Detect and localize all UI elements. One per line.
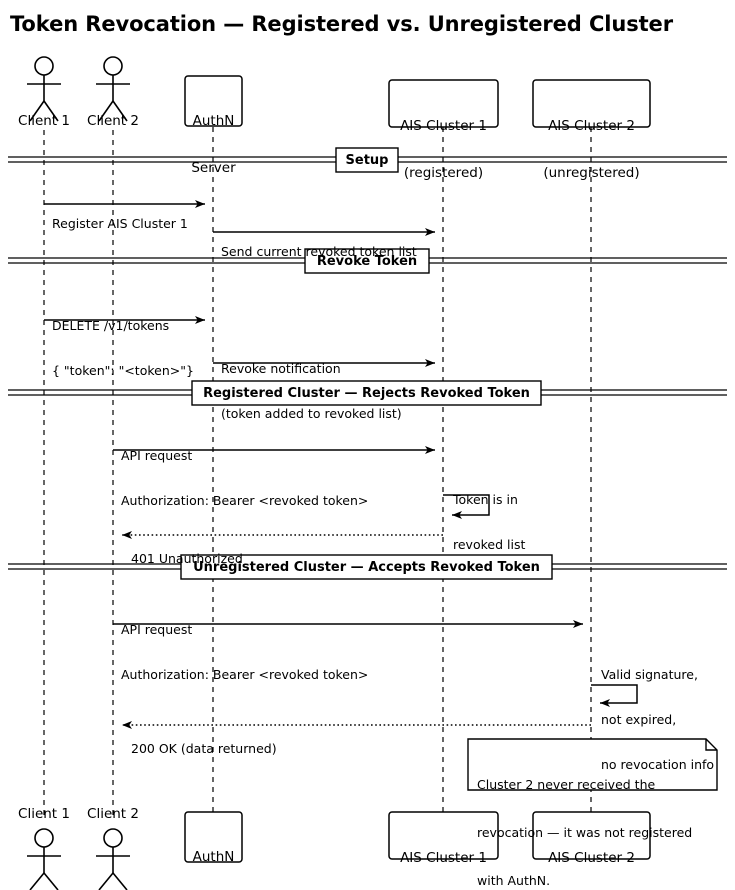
message-label-send-current-revoked-token-list: Send current revoked token list	[221, 214, 417, 289]
self-message-label-token-is-in-revoked-list: Token is in revoked list	[453, 462, 525, 582]
participant-boxes-bottom	[184, 811, 651, 863]
message-label-delete-v1-tokens: DELETE /v1/tokens { "token": "<token>"}	[52, 288, 194, 408]
note-line: Cluster 2 never received the	[477, 777, 656, 792]
message-label-register-ais-cluster-1: Register AIS Cluster 1	[52, 186, 188, 261]
participant-box-authn-bottom	[184, 811, 243, 863]
divider-label-setup: Setup	[345, 153, 389, 168]
participant-label-line1: AuthN	[192, 849, 235, 865]
participant-label-line2: (registered)	[403, 164, 484, 181]
divider-label-registered-cluster: Registered Cluster — Rejects Revoked Tok…	[203, 386, 530, 401]
page-title: Token Revocation — Registered vs. Unregi…	[10, 12, 673, 36]
actor-label-client2-top: Client 2	[87, 113, 139, 129]
message-line: Valid signature,	[601, 667, 698, 682]
message-line: 401 Unauthorized	[131, 551, 243, 566]
message-label-api-request-unregistered: API request Authorization: Bearer <revok…	[121, 592, 368, 712]
message-line: Register AIS Cluster 1	[52, 216, 188, 231]
actor-figure-client1-bottom	[27, 828, 61, 890]
participant-label-ais1-bottom: AIS Cluster 1 (registered)	[389, 820, 498, 890]
participant-box-authn-top	[184, 75, 243, 127]
participant-box-ais1-top	[388, 79, 499, 128]
participant-box-ais1-bottom	[388, 811, 499, 860]
message-line: Token is in	[453, 492, 518, 507]
participant-label-line1: AIS Cluster 2	[548, 850, 635, 866]
participant-label-line1: AuthN	[192, 113, 235, 129]
note-cluster-2-never-received: Cluster 2 never received the revocation …	[477, 745, 712, 890]
message-line: Revoke notification	[221, 361, 341, 376]
note-line: revocation — it was not registered	[477, 825, 693, 840]
message-line: Authorization: Bearer <revoked token>	[121, 493, 369, 508]
participant-label-line1: AIS Cluster 1	[400, 118, 487, 134]
divider-box-unregistered-cluster	[180, 554, 553, 580]
message-line: 200 OK (data returned)	[131, 741, 277, 756]
actor-figure-client1-top	[27, 56, 61, 122]
actor-figure-client2-bottom	[96, 828, 130, 890]
divider-boxes	[180, 147, 553, 580]
message-line: not expired,	[601, 712, 677, 727]
actor-figure-client2-top	[96, 56, 130, 122]
return-arrows	[122, 531, 591, 729]
participant-label-line1: AIS Cluster 2	[548, 118, 635, 134]
message-line: { "token": "<token>"}	[52, 363, 194, 378]
participant-box-ais2-top	[532, 79, 651, 128]
participant-label-ais1-top: AIS Cluster 1 (registered)	[389, 88, 498, 212]
divider-label-unregistered-cluster: Unregistered Cluster — Accepts Revoked T…	[193, 560, 540, 575]
divider-label-revoke-token: Revoke Token	[316, 254, 418, 269]
actor-label-client1-bottom: Client 1	[18, 806, 70, 822]
message-line: Send current revoked token list	[221, 244, 417, 259]
message-label-401-unauthorized: 401 Unauthorized	[131, 521, 243, 596]
message-line: no revocation info	[601, 757, 715, 772]
actor-label-client2-bottom: Client 2	[87, 806, 139, 822]
message-label-revoke-notification: Revoke notification (token added to revo…	[221, 331, 402, 451]
participant-label-line1: AIS Cluster 1	[400, 850, 487, 866]
participant-label-authn-top: AuthN Server	[185, 83, 242, 207]
self-message-label-valid-signature-check: Valid signature, not expired, no revocat…	[601, 637, 714, 802]
actor-label-client1-top: Client 1	[18, 113, 70, 129]
lifelines	[43, 127, 592, 815]
message-line: revoked list	[453, 537, 526, 552]
message-line: API request	[121, 622, 193, 637]
participant-label-ais2-top: AIS Cluster 2 (unregistered)	[533, 88, 650, 212]
note-line: with AuthN.	[477, 873, 551, 888]
participant-label-authn-bottom: AuthN Server	[185, 819, 242, 890]
participant-boxes-top	[184, 75, 651, 128]
message-label-200-ok: 200 OK (data returned)	[131, 711, 277, 786]
divider-box-setup	[335, 147, 399, 173]
self-loop-ais1	[443, 494, 490, 519]
divider-box-registered-cluster	[191, 380, 542, 406]
participant-box-ais2-bottom	[532, 811, 651, 860]
note-shape-cluster-2	[467, 738, 718, 791]
divider-box-revoke-token	[304, 248, 430, 274]
message-line: API request	[121, 448, 193, 463]
message-arrows	[44, 200, 583, 628]
self-loop-ais2	[591, 684, 638, 707]
participant-label-ais2-bottom: AIS Cluster 2 (unregistered)	[533, 820, 650, 890]
message-line: Authorization: Bearer <revoked token>	[121, 667, 369, 682]
participant-label-line2: (unregistered)	[543, 164, 640, 181]
message-line: DELETE /v1/tokens	[52, 318, 170, 333]
message-line: (token added to revoked list)	[221, 406, 402, 421]
message-label-api-request-registered: API request Authorization: Bearer <revok…	[121, 418, 368, 538]
participant-label-line2: Server	[191, 159, 236, 176]
